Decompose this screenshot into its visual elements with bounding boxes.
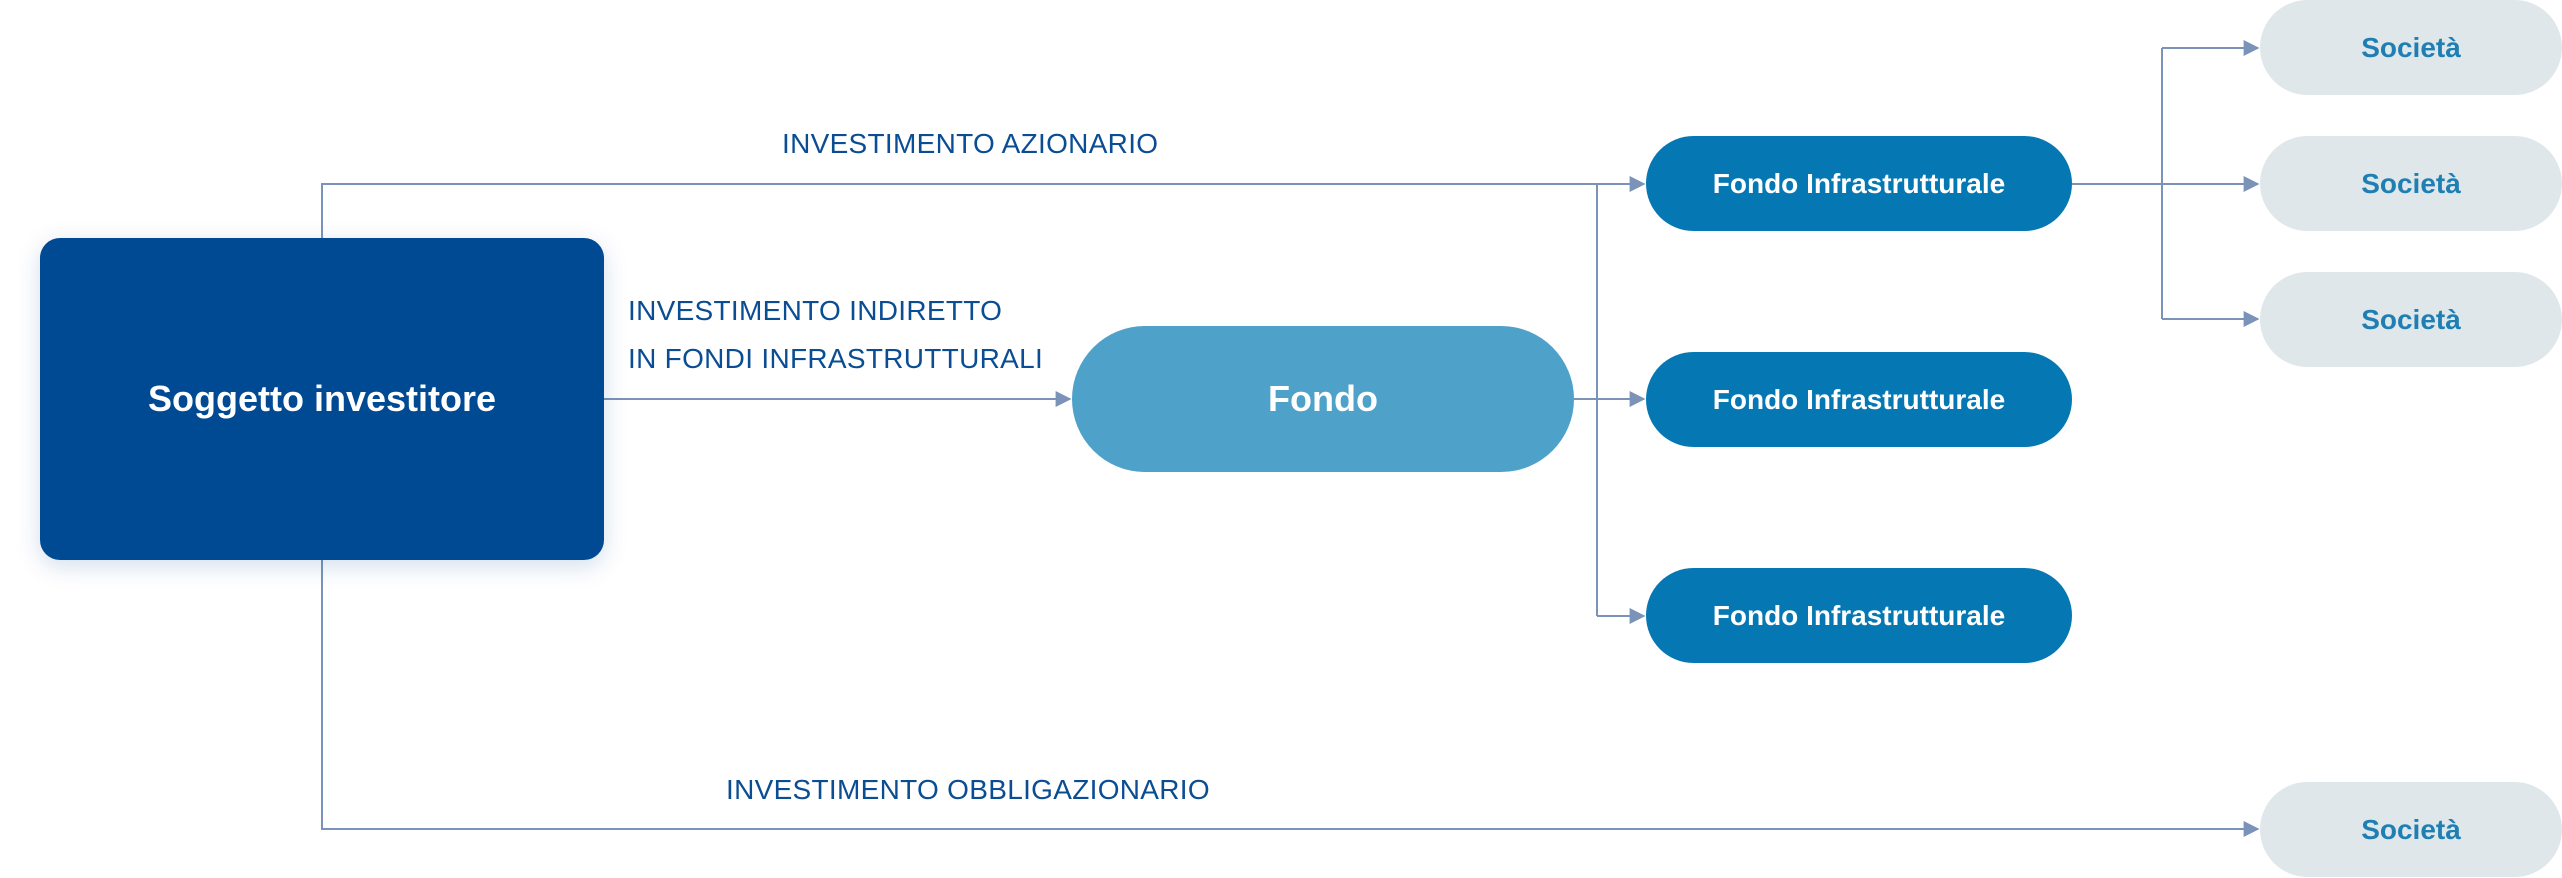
infra-fund-node: Fondo Infrastrutturale [1646, 136, 2072, 231]
investor-node: Soggetto investitore [40, 238, 604, 560]
label-indirect-investment-line1: INVESTIMENTO INDIRETTO [628, 295, 1003, 326]
societa-node: Società [2260, 272, 2562, 367]
label-bond-investment: INVESTIMENTO OBBLIGAZIONARIO [726, 774, 1210, 805]
societa-node: Società [2260, 782, 2562, 877]
equity-connector [321, 176, 1646, 238]
label-equity-investment: INVESTIMENTO AZIONARIO [782, 128, 1159, 159]
societa-node: Società [2260, 136, 2562, 231]
infra-fund-node: Fondo Infrastrutturale [1646, 568, 2072, 663]
bond-connector [321, 560, 2260, 837]
label-indirect-investment-line2: IN FONDI INFRASTRUTTURALI [628, 343, 1044, 374]
fondo-node: Fondo [1072, 326, 1574, 472]
infra-fund-node: Fondo Infrastrutturale [1646, 352, 2072, 447]
societa-node: Società [2260, 0, 2562, 95]
